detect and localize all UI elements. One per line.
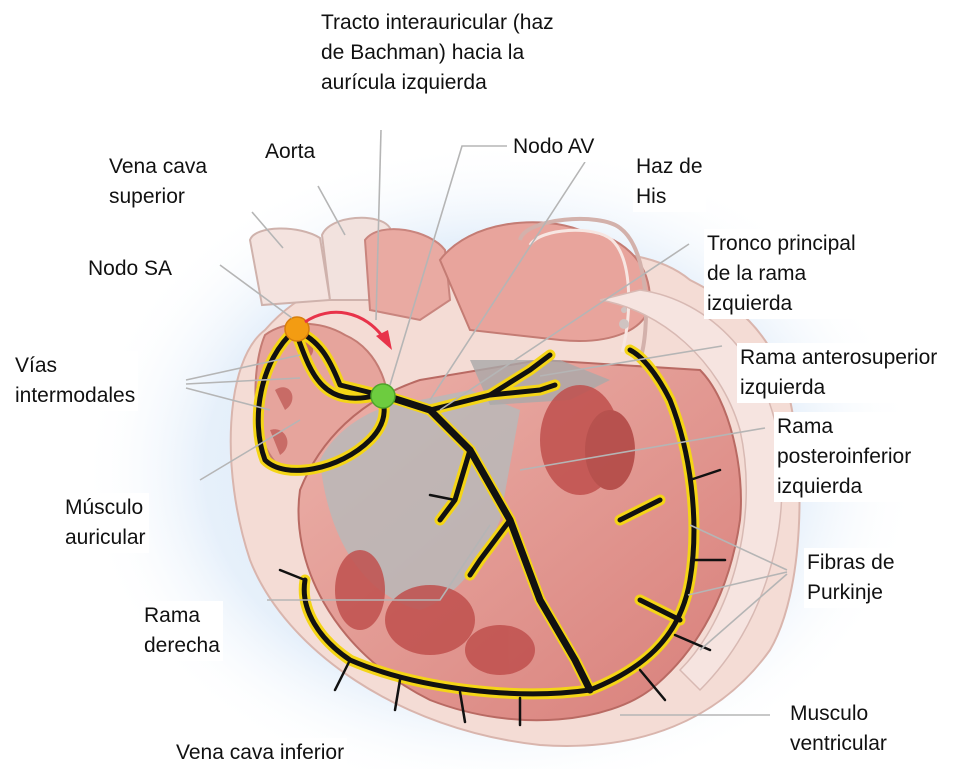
label-aorta: Aorta <box>262 137 318 167</box>
label-rama-posteroinferior: Rama posteroinferior izquierda <box>774 412 914 502</box>
vein-opening-dot <box>619 319 629 329</box>
label-vena-cava-inferior: Vena cava inferior <box>173 738 347 768</box>
label-haz-his: Haz de His <box>633 152 706 212</box>
label-tracto-interauricular: Tracto interauricular (haz de Bachman) h… <box>318 8 557 98</box>
label-fibras-purkinje: Fibras de Purkinje <box>804 548 898 608</box>
label-nodo-av: Nodo AV <box>510 132 597 162</box>
label-vena-cava-superior: Vena cava superior <box>106 152 210 212</box>
superior-vena-cava <box>250 228 330 305</box>
av-node <box>371 384 395 408</box>
vein-opening-dot-2 <box>621 307 627 313</box>
label-nodo-sa: Nodo SA <box>85 254 175 284</box>
label-rama-anterosuperior: Rama anterosuperior izquierda <box>737 343 940 403</box>
label-vias-intermodales: Vías intermodales <box>12 351 138 411</box>
label-musculo-ventricular: Musculo ventricular <box>787 699 890 759</box>
label-tronco-principal: Tronco principal de la rama izquierda <box>704 229 859 319</box>
label-rama-derecha: Rama derecha <box>141 601 223 661</box>
label-musculo-auricular: Músculo auricular <box>62 493 149 553</box>
